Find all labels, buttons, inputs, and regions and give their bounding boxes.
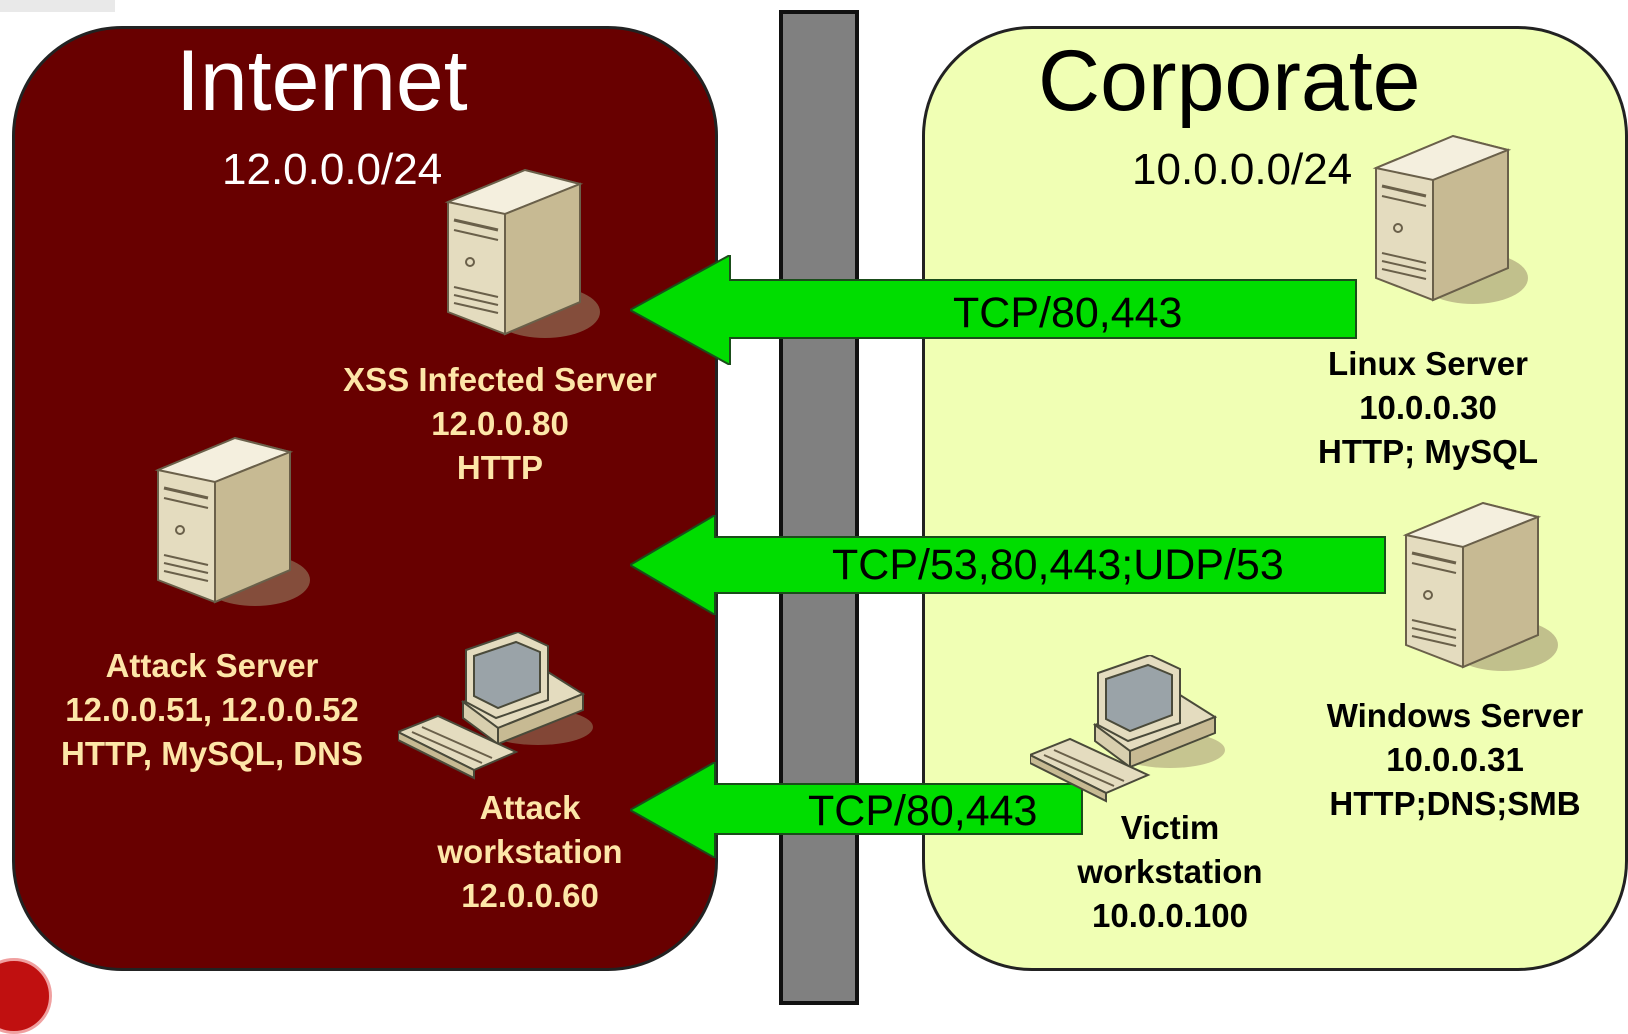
windows-server-services: HTTP;DNS;SMB <box>1329 785 1581 822</box>
internet-zone <box>12 26 718 971</box>
windows-server-label: Windows Server 10.0.0.31 HTTP;DNS;SMB <box>1290 694 1620 826</box>
attack-workstation-icon <box>398 632 593 780</box>
linux-server-name: Linux Server <box>1328 345 1528 382</box>
victim-workstation-name: Victim <box>1120 809 1220 846</box>
victim-workstation-icon <box>1030 655 1225 803</box>
flow-label-1: TCP/80,443 <box>953 289 1183 337</box>
corner-decoration-blob <box>0 958 52 1034</box>
attack-server-name: Attack Server <box>105 647 319 684</box>
xss-server-icon <box>444 168 600 338</box>
flow-arrow-3 <box>630 762 1083 858</box>
attack-server-services: HTTP, MySQL, DNS <box>61 735 363 772</box>
xss-server-label: XSS Infected Server 12.0.0.80 HTTP <box>300 358 700 490</box>
xss-server-services: HTTP <box>456 449 544 486</box>
linux-server-icon <box>1372 134 1528 304</box>
corporate-zone-title: Corporate <box>1038 33 1421 129</box>
internet-subnet: 12.0.0.0/24 <box>222 145 443 194</box>
flow-label-3: TCP/80,443 <box>808 787 1038 835</box>
corporate-subnet: 10.0.0.0/24 <box>1132 145 1353 194</box>
linux-server-ip: 10.0.0.30 <box>1359 389 1497 426</box>
attack-server-label: Attack Server 12.0.0.51, 12.0.0.52 HTTP,… <box>22 644 402 776</box>
victim-workstation-label: Victim workstation 10.0.0.100 <box>1040 806 1300 938</box>
attack-workstation-label: Attack workstation 12.0.0.60 <box>400 786 660 918</box>
windows-server-ip: 10.0.0.31 <box>1386 741 1524 778</box>
xss-server-ip: 12.0.0.80 <box>431 405 569 442</box>
attack-server-ip: 12.0.0.51, 12.0.0.52 <box>65 691 359 728</box>
internet-zone-title: Internet <box>176 33 468 129</box>
flow-label-2: TCP/53,80,443;UDP/53 <box>832 541 1284 589</box>
attack-workstation-ip: 12.0.0.60 <box>461 877 599 914</box>
attack-workstation-type: workstation <box>437 833 623 870</box>
attack-workstation-name: Attack <box>479 789 581 826</box>
linux-server-services: HTTP; MySQL <box>1318 433 1538 470</box>
attack-server-icon <box>154 436 310 606</box>
victim-workstation-ip: 10.0.0.100 <box>1092 897 1248 934</box>
windows-server-name: Windows Server <box>1326 697 1584 734</box>
flow-arrow-1 <box>630 255 1357 365</box>
flow-arrow-2 <box>630 515 1386 615</box>
xss-server-name: XSS Infected Server <box>343 361 657 398</box>
corner-decoration <box>0 0 115 12</box>
linux-server-label: Linux Server 10.0.0.30 HTTP; MySQL <box>1278 342 1578 474</box>
windows-server-icon <box>1402 501 1558 671</box>
victim-workstation-type: workstation <box>1077 853 1263 890</box>
